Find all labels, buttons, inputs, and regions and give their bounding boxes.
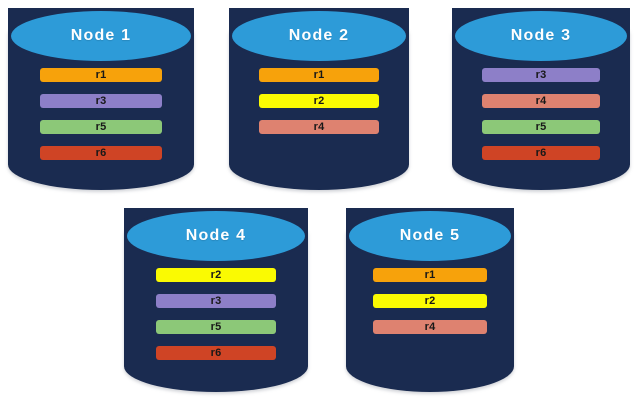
node-label: Node 1 <box>70 27 132 44</box>
replica-bar[interactable]: r5 <box>40 120 162 134</box>
replica-label: r6 <box>95 146 107 159</box>
replica-label: r2 <box>424 294 436 307</box>
replica-bar[interactable]: r5 <box>482 120 600 134</box>
database-node-1[interactable]: Node 1 r1 r3 r5 r6 <box>8 8 194 190</box>
replica-bar[interactable]: r3 <box>156 294 276 308</box>
replica-label: r4 <box>535 94 547 107</box>
replica-label: r1 <box>424 268 436 281</box>
replica-label: r4 <box>313 120 325 133</box>
node-cylinder-top: Node 1 <box>8 8 194 64</box>
replica-label: r1 <box>313 68 325 81</box>
database-node-4[interactable]: Node 4 r2 r3 r5 r6 <box>124 208 308 392</box>
replica-bar[interactable]: r1 <box>373 268 487 282</box>
replica-label: r5 <box>95 120 107 133</box>
replica-label: r5 <box>210 320 222 333</box>
replica-bar[interactable]: r6 <box>156 346 276 360</box>
replica-bar[interactable]: r3 <box>40 94 162 108</box>
replica-label: r1 <box>95 68 107 81</box>
node-cylinder-top: Node 4 <box>124 208 308 264</box>
node-label: Node 2 <box>288 27 350 44</box>
replica-label: r3 <box>210 294 222 307</box>
replica-list: r3 r4 r5 r6 <box>452 68 630 160</box>
replica-label: r5 <box>535 120 547 133</box>
database-node-5[interactable]: Node 5 r1 r2 r4 <box>346 208 514 392</box>
replica-label: r2 <box>313 94 325 107</box>
replica-bar[interactable]: r1 <box>259 68 379 82</box>
node-cylinder-top: Node 5 <box>346 208 514 264</box>
replica-bar[interactable]: r4 <box>259 120 379 134</box>
node-label: Node 5 <box>399 227 461 244</box>
replica-bar[interactable]: r5 <box>156 320 276 334</box>
node-label: Node 4 <box>185 227 247 244</box>
replica-bar[interactable]: r2 <box>259 94 379 108</box>
replica-list: r1 r2 r4 <box>346 268 514 334</box>
database-node-2[interactable]: Node 2 r1 r2 r4 <box>229 8 409 190</box>
replica-list: r1 r3 r5 r6 <box>8 68 194 160</box>
node-label: Node 3 <box>510 27 572 44</box>
replica-bar[interactable]: r1 <box>40 68 162 82</box>
replica-list: r2 r3 r5 r6 <box>124 268 308 360</box>
node-cylinder-top: Node 2 <box>229 8 409 64</box>
replica-label: r3 <box>95 94 107 107</box>
replica-bar[interactable]: r6 <box>482 146 600 160</box>
replica-bar[interactable]: r4 <box>373 320 487 334</box>
database-node-3[interactable]: Node 3 r3 r4 r5 r6 <box>452 8 630 190</box>
replica-bar[interactable]: r6 <box>40 146 162 160</box>
replica-label: r2 <box>210 268 222 281</box>
node-cylinder-top: Node 3 <box>452 8 630 64</box>
replica-bar[interactable]: r2 <box>373 294 487 308</box>
replica-label: r3 <box>535 68 547 81</box>
replica-bar[interactable]: r3 <box>482 68 600 82</box>
replica-label: r6 <box>535 146 547 159</box>
replica-list: r1 r2 r4 <box>229 68 409 134</box>
replica-label: r6 <box>210 346 222 359</box>
replica-bar[interactable]: r4 <box>482 94 600 108</box>
replica-bar[interactable]: r2 <box>156 268 276 282</box>
replica-label: r4 <box>424 320 436 333</box>
